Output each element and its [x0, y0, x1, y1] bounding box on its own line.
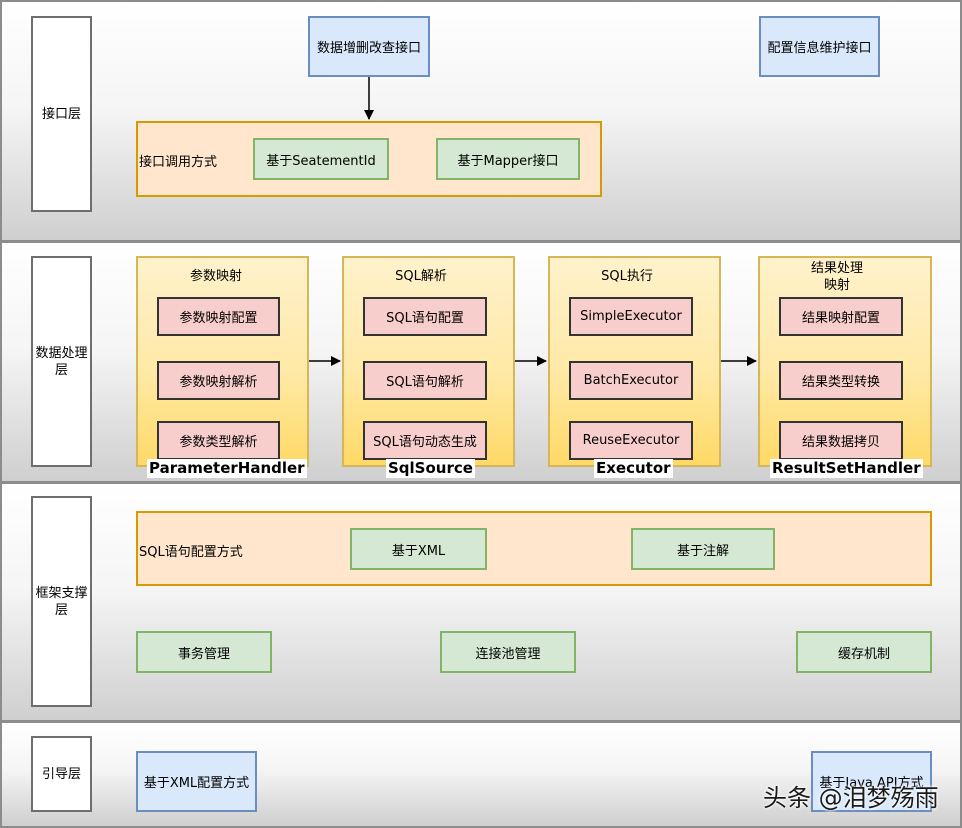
- data-layer-label: 数据处理层: [31, 256, 92, 467]
- transaction-text: 事务管理: [177, 646, 230, 662]
- annotation-based-text: 基于注解: [676, 543, 729, 559]
- mapper-interface-text: 基于Mapper接口: [457, 153, 559, 169]
- data-layer-label-text: 数据处理层: [35, 345, 88, 378]
- param-mapping-parse: 参数映射解析: [157, 361, 280, 400]
- cache-box: 缓存机制: [796, 631, 932, 673]
- reuse-executor-text: ReuseExecutor: [582, 433, 680, 448]
- parameter-handler-label: ParameterHandler: [147, 459, 307, 478]
- xml-config-text: 基于XML配置方式: [143, 776, 250, 791]
- reuse-executor: ReuseExecutor: [569, 421, 693, 460]
- xml-based-box: 基于XML: [350, 528, 487, 570]
- batch-executor-text: BatchExecutor: [583, 373, 679, 388]
- statement-id-box: 基于SeatementId: [253, 138, 389, 180]
- result-set-handler-label: ResultSetHandler: [770, 459, 923, 478]
- result-mapping-title: 结果处理 映射: [810, 261, 863, 293]
- transaction-box: 事务管理: [136, 631, 272, 673]
- sql-source-label: SqlSource: [386, 459, 475, 478]
- sql-statement-config: SQL语句配置: [363, 297, 487, 336]
- xml-config-box: 基于XML配置方式: [136, 751, 257, 812]
- sql-parse-title: SQL解析: [395, 269, 447, 284]
- param-mapping-parse-text: 参数映射解析: [179, 375, 258, 390]
- xml-based-text: 基于XML: [391, 543, 446, 559]
- sql-dynamic-generate-text: SQL语句动态生成: [373, 435, 477, 450]
- java-api-box: 基于Java API方式: [811, 751, 932, 812]
- framework-layer-label: 框架支撑层: [31, 496, 92, 707]
- crud-api-box: 数据增删改查接口: [308, 16, 430, 77]
- executor-label: Executor: [594, 459, 673, 478]
- result-type-convert: 结果类型转换: [779, 361, 903, 400]
- boot-layer-label-text: 引导层: [41, 766, 81, 782]
- param-mapping-config: 参数映射配置: [157, 297, 280, 336]
- mapper-interface-box: 基于Mapper接口: [436, 138, 580, 180]
- simple-executor: SimpleExecutor: [569, 297, 693, 336]
- java-api-text: 基于Java API方式: [819, 776, 924, 791]
- interface-layer-label-text: 接口层: [41, 106, 81, 122]
- config-api-text: 配置信息维护接口: [767, 41, 872, 56]
- simple-executor-text: SimpleExecutor: [580, 309, 682, 324]
- watermark: 头条 @泪梦殇雨: [763, 784, 939, 812]
- param-type-parse: 参数类型解析: [157, 421, 280, 460]
- sql-execute-title: SQL执行: [601, 269, 653, 284]
- sql-statement-parse: SQL语句解析: [363, 361, 487, 400]
- sql-dynamic-generate: SQL语句动态生成: [363, 421, 487, 460]
- statement-id-text: 基于SeatementId: [266, 153, 376, 169]
- framework-layer-label-text: 框架支撑层: [35, 585, 88, 618]
- pool-text: 连接池管理: [475, 646, 541, 662]
- cache-text: 缓存机制: [837, 646, 890, 662]
- batch-executor: BatchExecutor: [569, 361, 693, 400]
- crud-api-text: 数据增删改查接口: [316, 41, 421, 56]
- sql-statement-config-text: SQL语句配置: [386, 311, 464, 326]
- interface-layer-label: 接口层: [31, 16, 92, 212]
- sql-config-label: SQL语句配置方式: [139, 545, 243, 560]
- config-api-box: 配置信息维护接口: [759, 16, 880, 77]
- result-data-copy: 结果数据拷贝: [779, 421, 903, 460]
- parameter-mapping-title: 参数映射: [189, 269, 242, 284]
- result-mapping-config: 结果映射配置: [779, 297, 903, 336]
- sql-statement-parse-text: SQL语句解析: [386, 375, 464, 390]
- result-data-copy-text: 结果数据拷贝: [801, 435, 880, 450]
- boot-layer-label: 引导层: [31, 736, 92, 812]
- sql-config-container: [136, 511, 932, 586]
- param-type-parse-text: 参数类型解析: [179, 435, 258, 450]
- param-mapping-config-text: 参数映射配置: [179, 311, 258, 326]
- result-mapping-config-text: 结果映射配置: [801, 311, 880, 326]
- result-type-convert-text: 结果类型转换: [801, 375, 880, 390]
- pool-box: 连接池管理: [440, 631, 576, 673]
- call-mode-label: 接口调用方式: [139, 155, 218, 170]
- annotation-based-box: 基于注解: [631, 528, 775, 570]
